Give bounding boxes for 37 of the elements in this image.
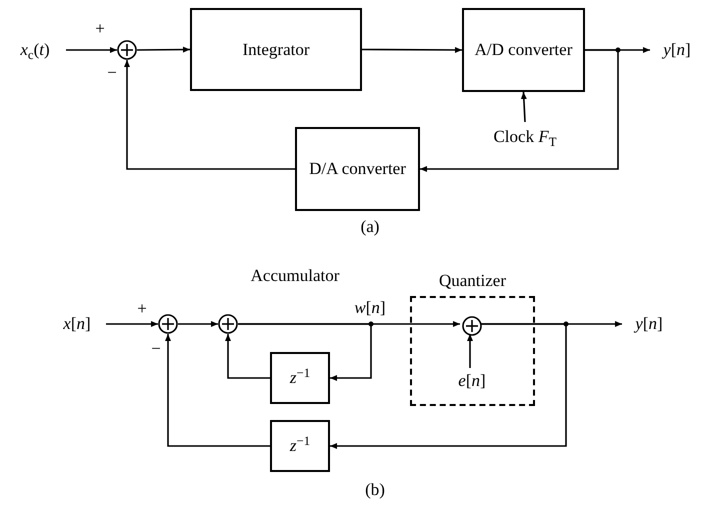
signal-label: y[n] [650,38,704,62]
summing-junction [218,314,238,334]
arrow [520,92,527,122]
arrow [137,46,190,53]
block-title: Quantizer [438,270,508,292]
signal-label: x[n] [48,312,106,336]
signal-label: (b) [364,478,386,500]
signal-label: (a) [360,216,380,238]
signal-label: w[n] [353,296,387,318]
arrow [178,321,218,327]
arrow [106,321,158,327]
process-box: z$^{−1}$ [270,352,330,404]
signal-label: + [94,18,106,38]
arrow [467,334,473,368]
signal-label: + [136,298,148,318]
signal-label: e[n] [447,370,497,392]
arrow [362,46,462,53]
arrow [420,49,619,172]
process-box: Integrator [190,8,362,91]
signal-label: Clock F$_{T}$ [462,122,588,152]
arrow [330,323,567,449]
process-box: D/A converter [295,127,420,211]
signal-label: y[n] [622,312,676,336]
arrow [66,47,117,53]
summing-junction [158,314,178,334]
process-box: z$^{−1}$ [270,420,330,472]
arrow [165,334,270,447]
summing-junction [117,40,137,60]
process-box: A/D converter [462,8,585,92]
signal-label: x$_{c}$(t) [4,38,66,62]
summing-junction [462,316,482,336]
signal-label: − [150,338,162,358]
signal-label: − [106,62,118,82]
signal-label: Accumulator [250,264,340,286]
arrow [225,334,270,379]
arrow [124,60,295,170]
arrow [238,323,372,381]
